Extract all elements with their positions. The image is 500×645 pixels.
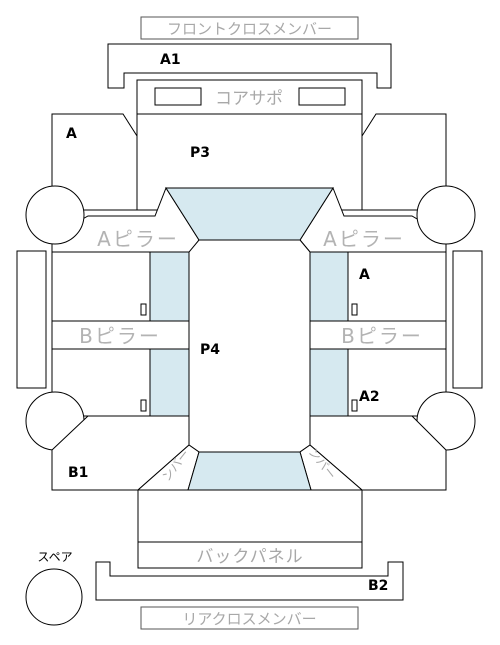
headlight-left [154,87,202,106]
side-sill-left [16,250,47,389]
back-panel [137,541,363,569]
door-handle-front-right [351,303,358,316]
spare-tire [25,568,83,626]
wheel-front-left [25,185,85,245]
front-cross-member-part [107,43,392,89]
core-support-label: コアサポ [215,89,283,109]
b-pillar-left-label: Bピラー [79,324,161,348]
front-cross-member-box [140,16,359,40]
a-pillar-right-label: Aピラー [323,227,405,251]
door-handle-front-left [140,303,147,316]
wheel-front-right [416,185,476,245]
rear-cross-member-label: リアクロスメンバー [182,610,316,628]
marker-a-front-left: A [66,126,77,142]
marker-a2: A2 [359,389,380,405]
marker-p4: P4 [200,342,220,358]
headlight-right [298,87,346,106]
rear-window [187,451,312,491]
rear-cross-member-box [140,606,359,630]
marker-b1: B1 [68,465,88,481]
a-pillar-left-label: Aピラー [97,227,179,251]
marker-a-right: A [359,267,370,283]
marker-b2: B2 [368,578,388,594]
b-pillar-right [309,320,447,350]
trunk-lid [137,489,363,543]
spare-label: スペア [37,550,72,564]
back-panel-label: バックパネル [196,547,303,567]
door-handle-rear-left [140,399,147,412]
door-handle-rear-right [351,399,358,412]
marker-p3: P3 [190,145,210,161]
front-cross-member-label: フロントクロスメンバー [167,20,332,38]
rear-cross-member-part [95,561,404,601]
b-pillar-right-label: Bピラー [341,324,423,348]
side-sill-right [452,250,483,389]
marker-a1: A1 [160,52,181,68]
b-pillar-left [51,320,190,350]
